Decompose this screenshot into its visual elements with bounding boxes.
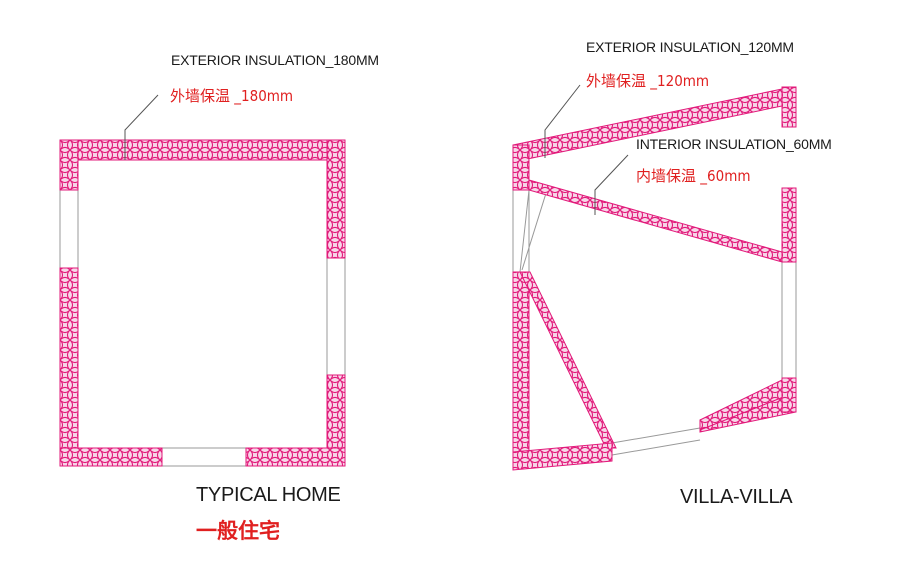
typical-home-title-cn: 一般住宅 (196, 519, 280, 543)
villa-exterior-leader-line (544, 84, 581, 158)
typical-right-upper-insulation (326, 139, 346, 259)
typical-home-plan (59, 94, 346, 467)
typical-left-lower-insulation (59, 267, 79, 467)
villa-right-bottom-insulation (781, 377, 797, 413)
villa-exterior-label-en: EXTERIOR INSULATION_120MM (586, 39, 794, 55)
typical-exterior-label-en: EXTERIOR INSULATION_180MM (171, 52, 379, 68)
typical-top-insulation (59, 139, 346, 161)
villa-interior-leader-line (594, 154, 629, 215)
villa-triangle-diagonal-insulation (519, 271, 617, 449)
villa-wall-outline (512, 189, 797, 456)
typical-left-upper-insulation (59, 139, 79, 191)
typical-bottom-right-insulation (245, 447, 346, 467)
villa-bottom-insulation (512, 442, 613, 471)
villa-right-middle-insulation (781, 187, 797, 263)
villa-left-lower-insulation (512, 271, 530, 469)
villa-left-top-insulation (512, 144, 530, 191)
villa-exterior-label-cn: 外墙保温 _120mm (586, 72, 710, 90)
villa-interior-label-cn: 内墙保温 _60mm (636, 167, 751, 185)
villa-interior-diagonal-insulation (528, 179, 783, 263)
typical-wall-outline (59, 190, 346, 467)
typical-home-title: TYPICAL HOME (196, 484, 341, 506)
villa-interior-label-en: INTERIOR INSULATION_60MM (636, 136, 832, 152)
typical-exterior-label-cn: 外墙保温 _180mm (170, 87, 294, 105)
villa-plan (512, 84, 797, 471)
typical-bottom-left-insulation (59, 447, 163, 467)
typical-leader-line (124, 94, 159, 160)
villa-title: VILLA-VILLA (680, 486, 793, 508)
villa-right-top-insulation (781, 86, 797, 128)
